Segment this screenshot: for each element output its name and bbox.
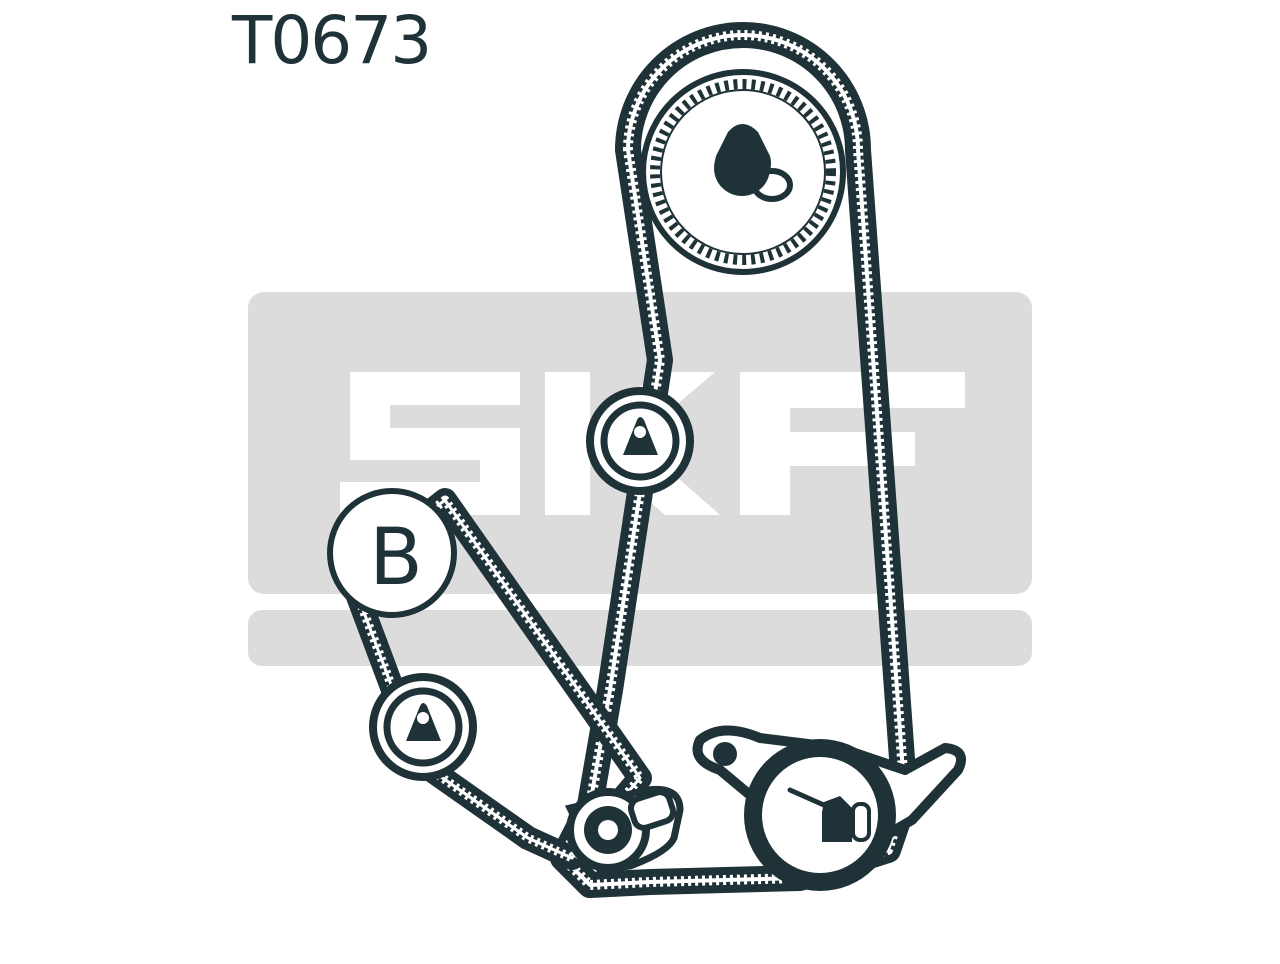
idler-pulley-icon <box>586 387 694 495</box>
balance-shaft-pulley-icon: B <box>327 488 457 618</box>
crankshaft-pulley-icon <box>564 785 684 874</box>
tensioner-icon <box>692 725 966 891</box>
watermark-lower-stripe <box>248 610 1032 666</box>
oil-pump-icon <box>787 787 871 842</box>
watermark-letter-s <box>340 372 520 515</box>
part-code: T0673 <box>232 2 432 79</box>
camshaft-pulley-icon <box>640 69 846 275</box>
idler-pulley-lower-icon <box>369 673 477 781</box>
watermark-letter-f <box>740 372 965 515</box>
balance-shaft-label: B <box>369 513 423 603</box>
